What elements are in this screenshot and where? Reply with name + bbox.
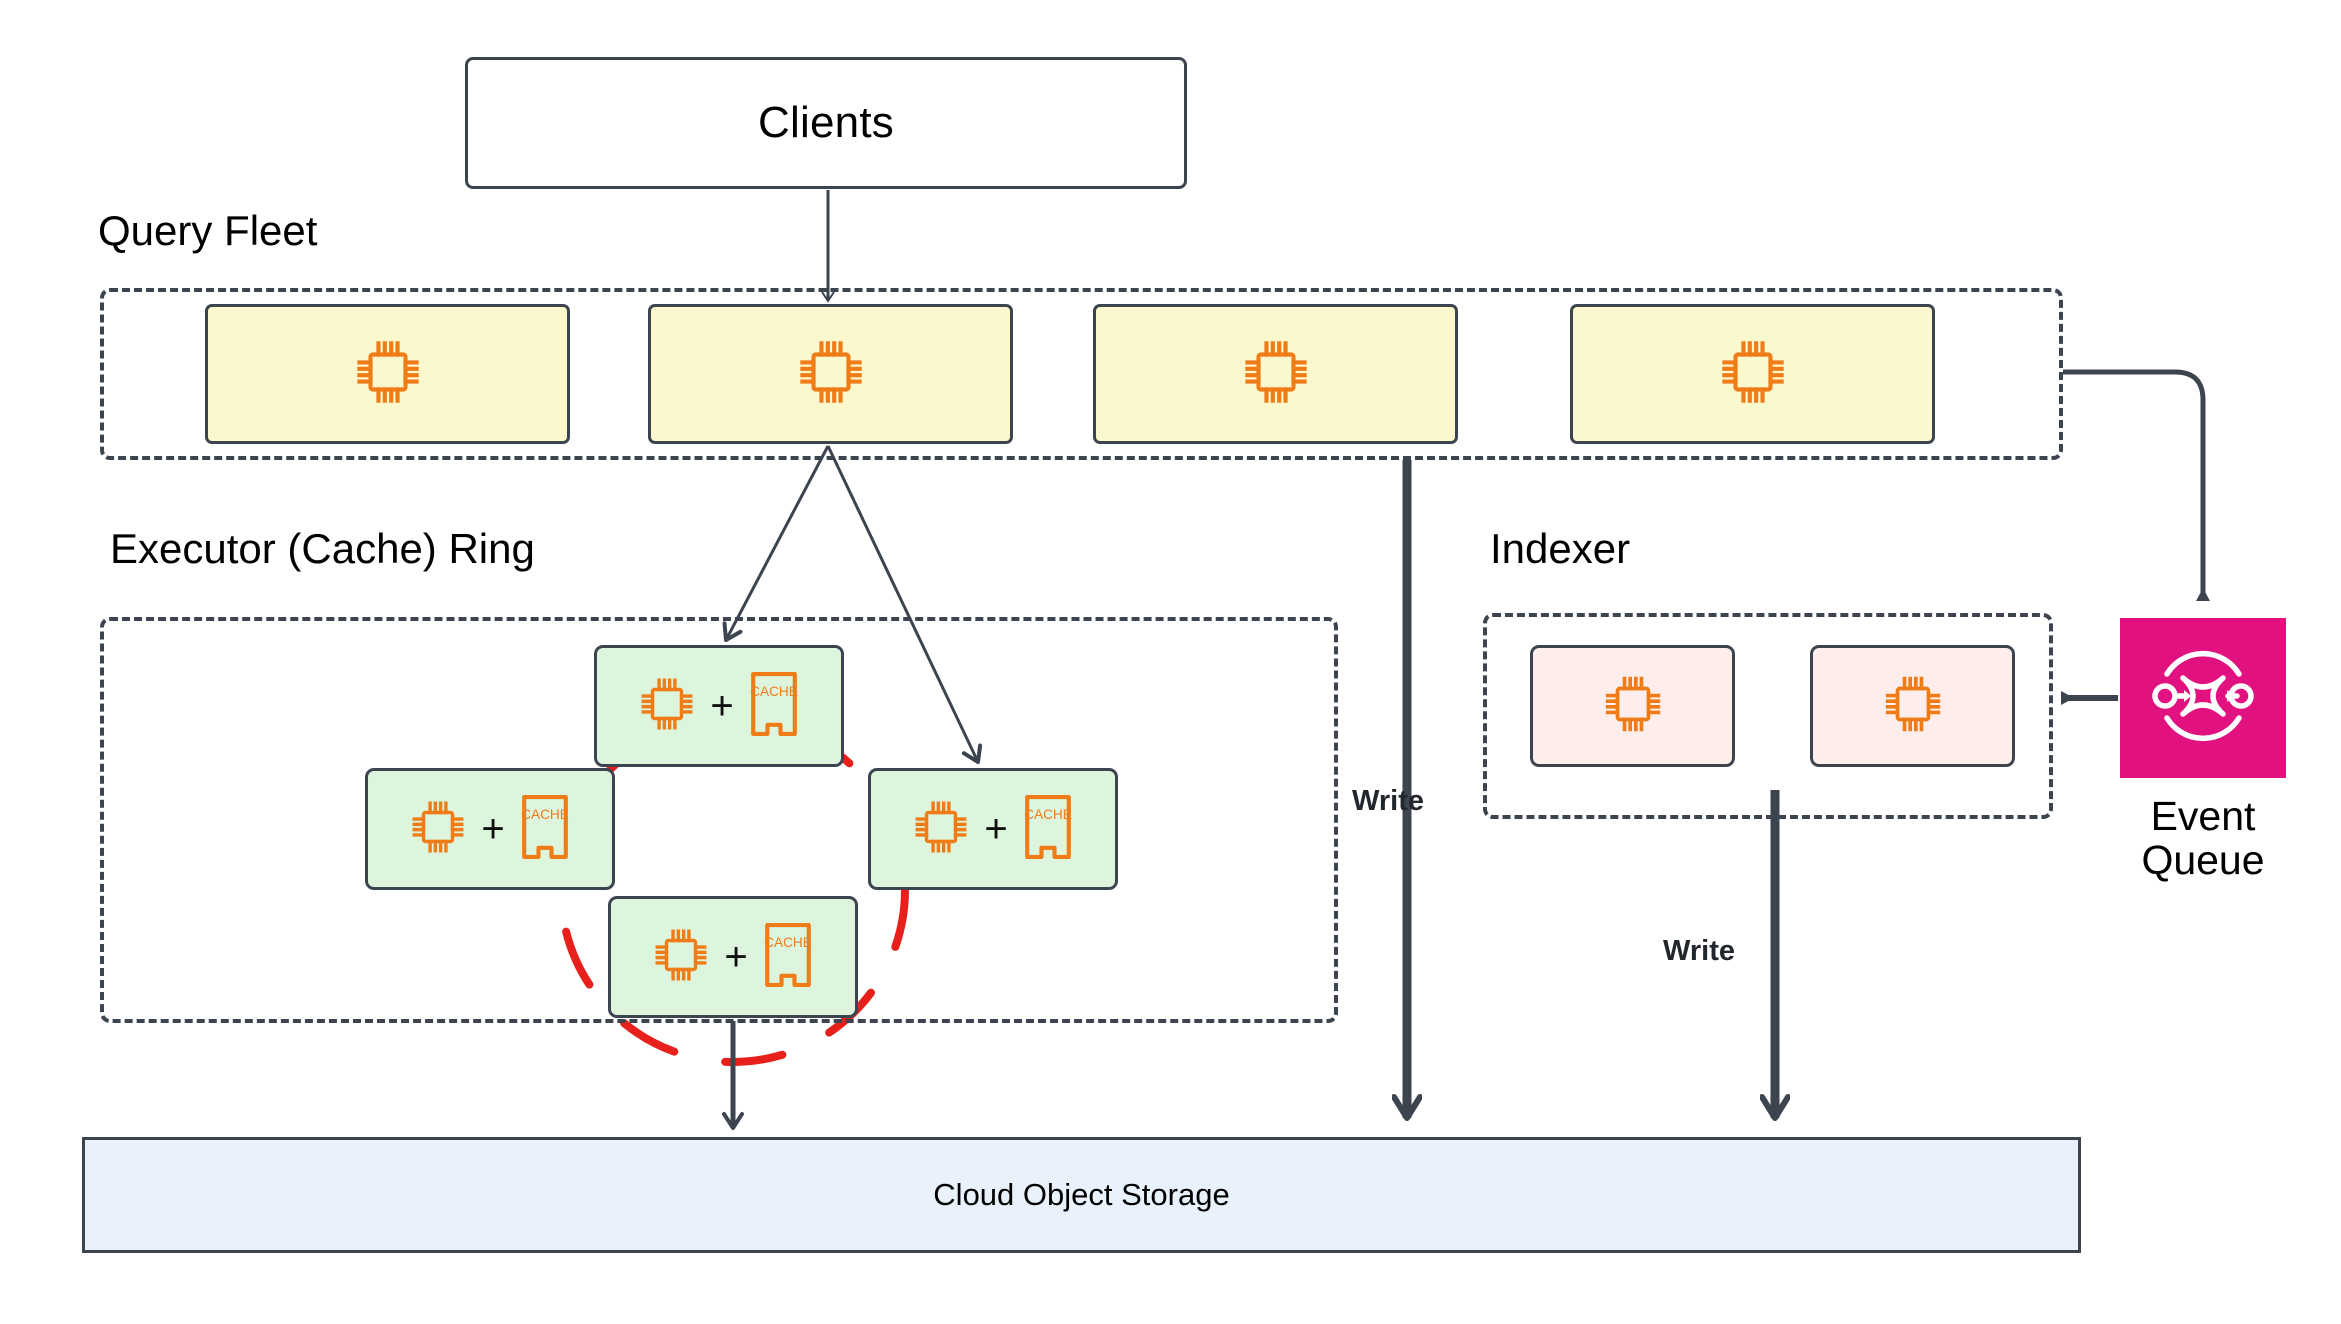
cloud-object-storage-label: Cloud Object Storage: [933, 1177, 1230, 1212]
event-queue-caption: Event Queue: [2108, 793, 2298, 883]
event-queue-caption-line-2: Queue: [2141, 836, 2265, 883]
cpu-icon: [1882, 673, 1944, 740]
cache-icon: CACHE: [1022, 793, 1074, 866]
executor-ring-group-label: Executor (Cache) Ring: [110, 525, 535, 572]
cpu-icon: [1241, 337, 1311, 412]
cpu-icon: [638, 675, 696, 738]
cloud-object-storage-box[interactable]: Cloud Object Storage: [82, 1137, 2081, 1253]
executor-ring-node[interactable]: + CACHE: [594, 645, 844, 767]
executor-ring-node[interactable]: + CACHE: [868, 768, 1118, 890]
indexer-group-label: Indexer: [1490, 525, 1631, 572]
query-fleet-group-label: Query Fleet: [98, 207, 318, 254]
executor-ring-group: [100, 617, 1338, 1023]
cpu-icon: [409, 798, 467, 861]
cpu-icon: [1602, 673, 1664, 740]
clients-box[interactable]: Clients: [465, 57, 1187, 189]
event-bus-icon: [2143, 636, 2263, 761]
cpu-icon: [353, 337, 423, 412]
cache-icon: CACHE: [762, 921, 814, 994]
edge-queryfleet-to-ring-top: [722, 445, 830, 642]
cache-icon: CACHE: [748, 670, 800, 743]
write-label-indexer: Write: [1663, 935, 1735, 967]
query-fleet-node[interactable]: [648, 304, 1013, 444]
plus-icon: +: [481, 807, 505, 851]
cpu-icon: [912, 798, 970, 861]
query-fleet-node[interactable]: [1570, 304, 1935, 444]
svg-text:CACHE: CACHE: [750, 684, 798, 699]
plus-icon: +: [724, 935, 748, 979]
indexer-node[interactable]: [1530, 645, 1735, 767]
event-queue-tile[interactable]: [2120, 618, 2286, 778]
event-queue-caption-line-1: Event: [2150, 793, 2256, 839]
executor-ring-node[interactable]: + CACHE: [365, 768, 615, 890]
svg-text:CACHE: CACHE: [521, 807, 569, 822]
indexer-node[interactable]: [1810, 645, 2015, 767]
cache-icon: CACHE: [519, 793, 571, 866]
plus-icon: +: [984, 807, 1008, 851]
query-fleet-node[interactable]: [1093, 304, 1458, 444]
query-fleet-node[interactable]: [205, 304, 570, 444]
svg-text:CACHE: CACHE: [764, 935, 812, 950]
clients-label: Clients: [758, 98, 894, 147]
cpu-icon: [652, 926, 710, 989]
edge-queryfleet-to-eventqueue: [2063, 369, 2210, 601]
svg-text:CACHE: CACHE: [1024, 807, 1072, 822]
write-label-query-fleet: Write: [1352, 785, 1424, 817]
cpu-icon: [1718, 337, 1788, 412]
cpu-icon: [796, 337, 866, 412]
indexer-group: [1483, 613, 2053, 819]
query-fleet-group: [100, 288, 2063, 460]
executor-ring-node[interactable]: + CACHE: [608, 896, 858, 1018]
plus-icon: +: [710, 684, 734, 728]
